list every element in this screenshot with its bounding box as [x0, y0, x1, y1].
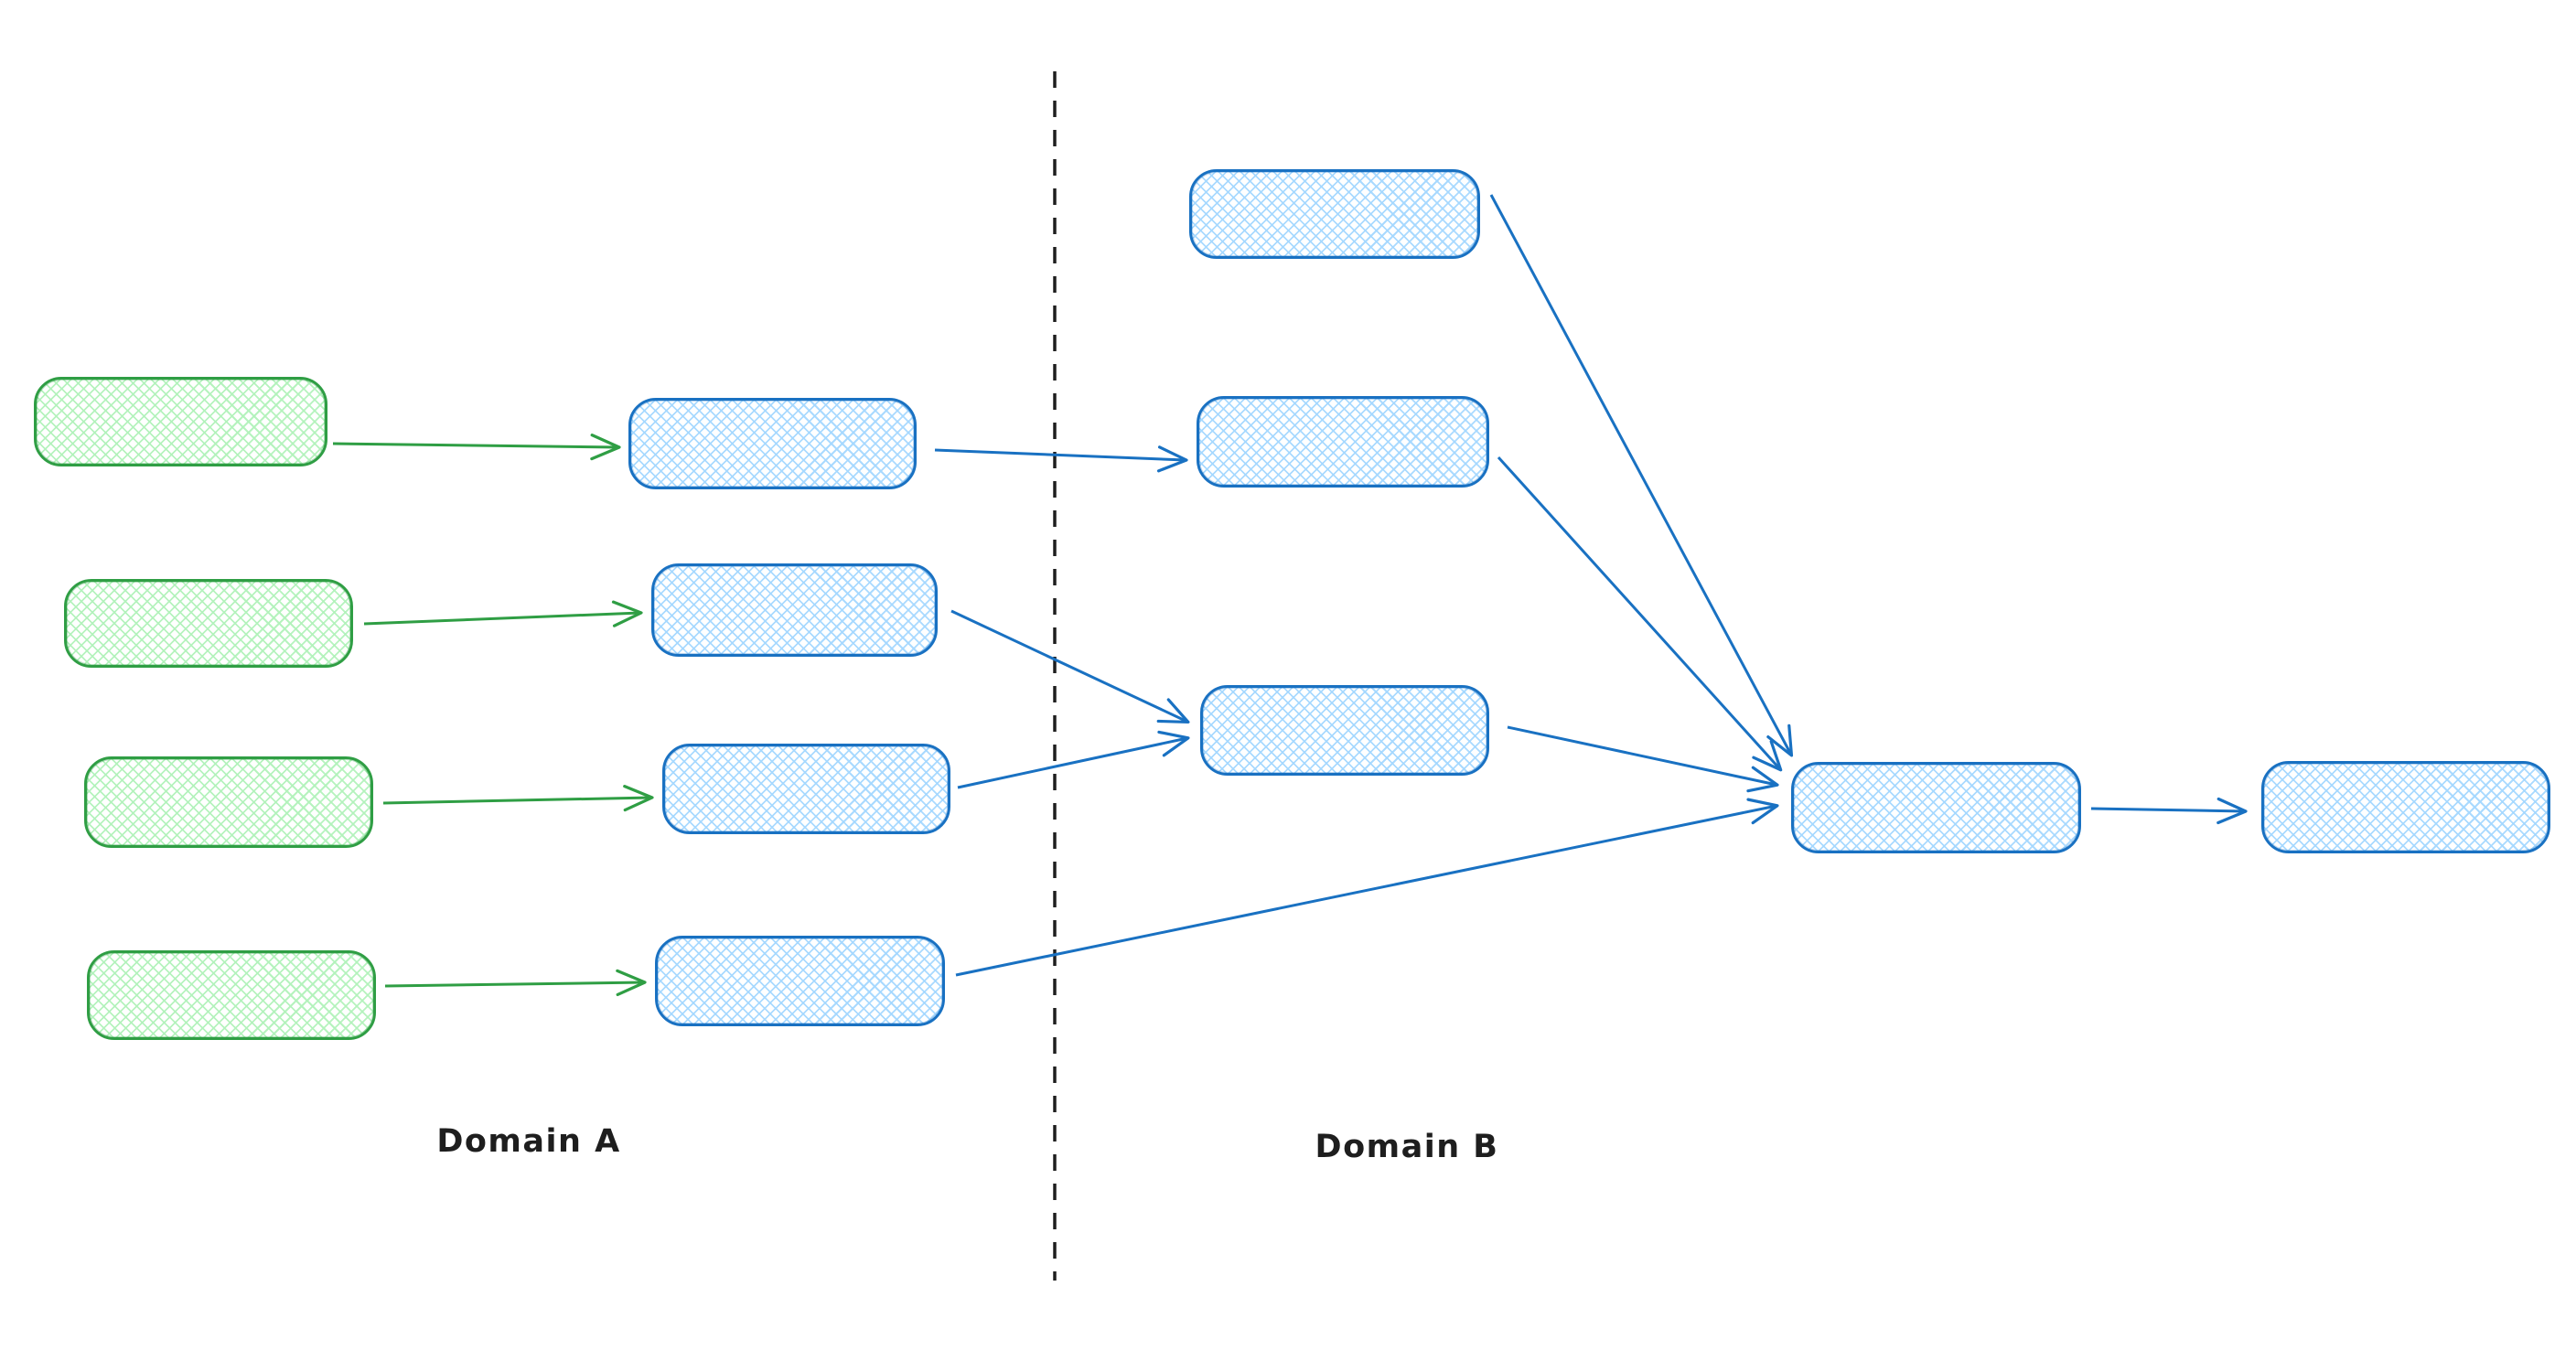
arrow-a-stage-1-to-b-node-2: [934, 445, 1188, 473]
node-b-3: [1200, 685, 1489, 776]
arrow-b-node-1-to-b-aggregator: [1489, 194, 1794, 757]
arrow-b-aggregator-to-b-output: [2090, 797, 2248, 825]
domain-b-label: Domain B: [1315, 1129, 1499, 1165]
node-a-stage-1: [628, 398, 917, 489]
arrow-b-node-2-to-b-aggregator: [1497, 456, 1783, 772]
node-a-stage-2: [651, 563, 938, 657]
node-a-stage-3: [662, 744, 950, 834]
domain-a-label: Domain A: [436, 1123, 621, 1160]
arrow-a-stage-4-to-b-aggregator: [955, 798, 1779, 977]
node-a-stage-4: [655, 936, 945, 1026]
arrow-a-source-2-to-a-stage-2: [363, 600, 643, 627]
node-a-source-3: [84, 756, 373, 848]
arrow-a-stage-3-to-b-node-3: [957, 730, 1190, 789]
node-b-2: [1197, 396, 1489, 488]
node-b-output: [2261, 761, 2550, 853]
node-b-aggregator: [1791, 762, 2081, 853]
node-a-source-4: [87, 950, 376, 1040]
node-a-source-1: [34, 377, 327, 466]
arrow-b-node-3-to-b-aggregator: [1507, 725, 1779, 793]
arrow-a-source-4-to-a-stage-4: [384, 969, 647, 997]
node-b-1: [1189, 169, 1480, 259]
arrow-a-source-3-to-a-stage-3: [382, 784, 654, 812]
arrow-a-stage-2-to-b-node-3: [950, 609, 1190, 724]
arrow-a-source-1-to-a-stage-1: [332, 434, 621, 461]
node-a-source-2: [64, 579, 353, 668]
